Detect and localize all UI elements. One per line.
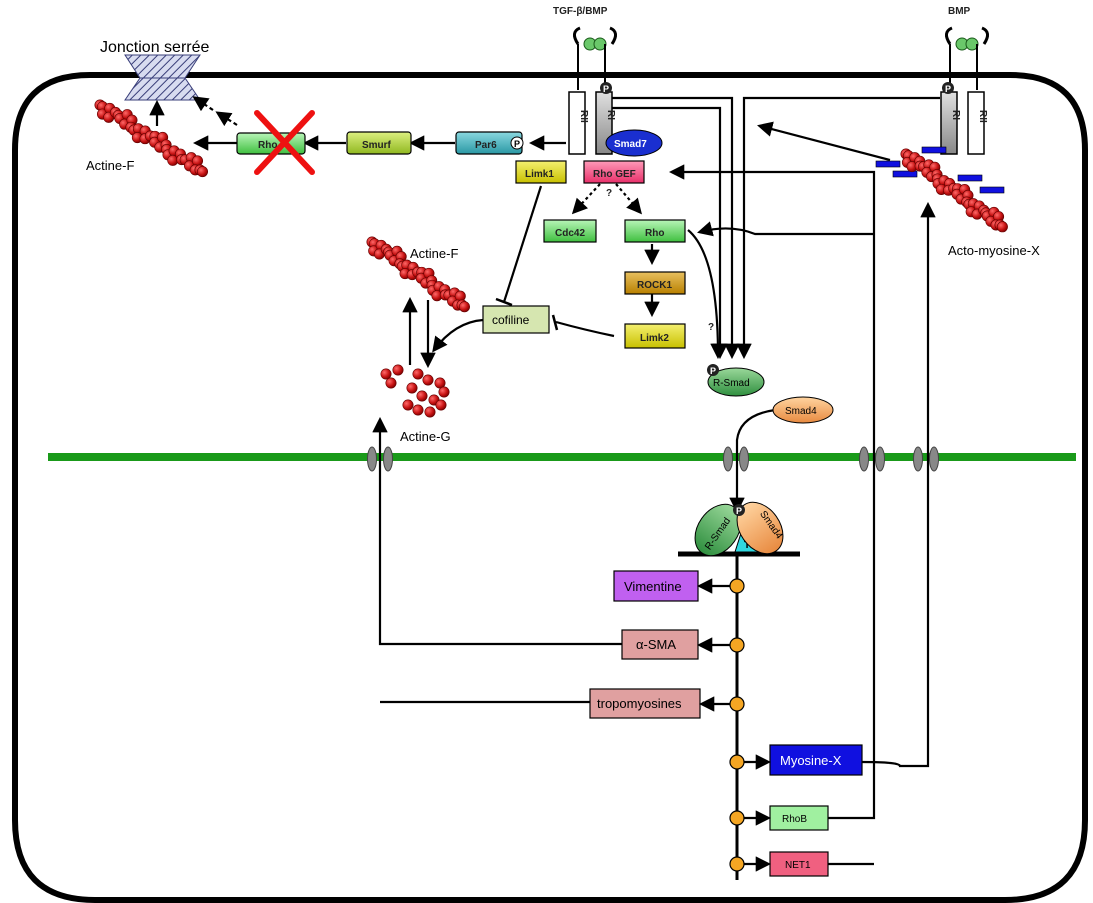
- svg-text:Rho: Rho: [258, 140, 277, 151]
- gene-asma: α-SMA: [621, 629, 699, 660]
- tight-junction: Jonction serrée: [100, 39, 209, 101]
- receptor-rii-left: RI: [605, 110, 616, 120]
- gene-net1: NET1: [769, 851, 829, 877]
- svg-text:P: P: [736, 506, 742, 516]
- cdc42-box: Cdc42: [543, 219, 597, 243]
- svg-text:cofiline: cofiline: [492, 313, 530, 327]
- svg-text:RhoB: RhoB: [782, 814, 807, 825]
- svg-text:Rho: Rho: [645, 228, 664, 239]
- pathway-arrows: [149, 96, 940, 866]
- receptor-ri-right: RI: [950, 110, 961, 120]
- tight-junction-label: Jonction serrée: [100, 39, 209, 56]
- phospho-left: P: [603, 84, 609, 94]
- smad7-oval: Smad7: [605, 129, 663, 157]
- svg-text:Smad7: Smad7: [614, 139, 647, 150]
- smad4-cyto: Smad4: [772, 396, 834, 424]
- rock1-box: ROCK1: [624, 271, 686, 295]
- receptor-rii-right: RII: [977, 110, 988, 123]
- svg-text:Vimentine: Vimentine: [624, 579, 682, 594]
- actin-f-mid-label: Actine-F: [410, 246, 458, 261]
- svg-text:R-Smad: R-Smad: [713, 378, 750, 389]
- question-mark-1: ?: [606, 188, 612, 199]
- svg-text:α-SMA: α-SMA: [636, 637, 676, 652]
- svg-text:NET1: NET1: [785, 860, 811, 871]
- rho-gef-box: Rho GEF: [583, 160, 645, 184]
- r-smad-cyto: R-Smad P: [707, 364, 765, 397]
- gene-vimentine: Vimentine: [613, 570, 699, 602]
- actin-g-label: Actine-G: [400, 429, 451, 444]
- gene-rhob: RhoB: [769, 805, 829, 831]
- tgf-receptor-complex: TGF-β/BMP RII RI P: [553, 6, 617, 155]
- par6-box: Par6 P: [455, 131, 524, 155]
- svg-text:Rho GEF: Rho GEF: [593, 169, 636, 180]
- svg-text:Cdc42: Cdc42: [555, 228, 585, 239]
- gene-nodes: [729, 578, 745, 872]
- gene-tropomyosines: tropomyosines: [589, 688, 701, 719]
- actin-f-top-label: Actine-F: [86, 158, 134, 173]
- actin-g-monomers: [380, 364, 450, 418]
- limk2-box: Limk2: [624, 323, 686, 349]
- svg-text:ROCK1: ROCK1: [637, 280, 672, 291]
- tgf-bmp-label: TGF-β/BMP: [553, 6, 608, 17]
- svg-text:P: P: [710, 366, 716, 376]
- smurf-box: Smurf: [346, 131, 412, 155]
- acto-myosin-label: Acto-myosine-X: [948, 243, 1040, 258]
- rho-top-box: Rho: [236, 110, 315, 175]
- limk1-box: Limk1: [515, 160, 567, 184]
- bmp-receptor-complex: BMP RI RII P: [940, 6, 989, 155]
- cell-membrane: [12, 72, 1088, 903]
- inhibition-cross-icon: [254, 110, 315, 175]
- rho-mid-box: Rho: [624, 219, 686, 243]
- svg-text:Myosine-X: Myosine-X: [780, 753, 842, 768]
- actin-f-filament-mid: [366, 236, 470, 313]
- svg-text:Limk2: Limk2: [640, 333, 669, 344]
- bmp-label: BMP: [948, 6, 971, 17]
- svg-text:Smad4: Smad4: [785, 406, 817, 417]
- svg-text:P: P: [514, 139, 520, 149]
- phospho-right: P: [945, 84, 951, 94]
- acto-myosin-complex: [875, 146, 1008, 233]
- svg-text:Limk1: Limk1: [525, 169, 554, 180]
- receptor-ri-left: RII: [578, 110, 589, 123]
- cofiline-box: cofiline: [482, 305, 550, 334]
- gene-myosine-x: Myosine-X: [769, 744, 863, 776]
- nuclear-pores: [367, 446, 939, 472]
- actin-f-filament-top: [94, 99, 209, 178]
- question-mark-2: ?: [708, 322, 714, 333]
- svg-text:Par6: Par6: [475, 140, 497, 151]
- smad-tf-complex: TF R-Smad Smad4 P: [678, 501, 800, 557]
- gene-output-arrows: [696, 578, 772, 872]
- svg-text:Smurf: Smurf: [362, 140, 392, 151]
- svg-text:tropomyosines: tropomyosines: [597, 696, 682, 711]
